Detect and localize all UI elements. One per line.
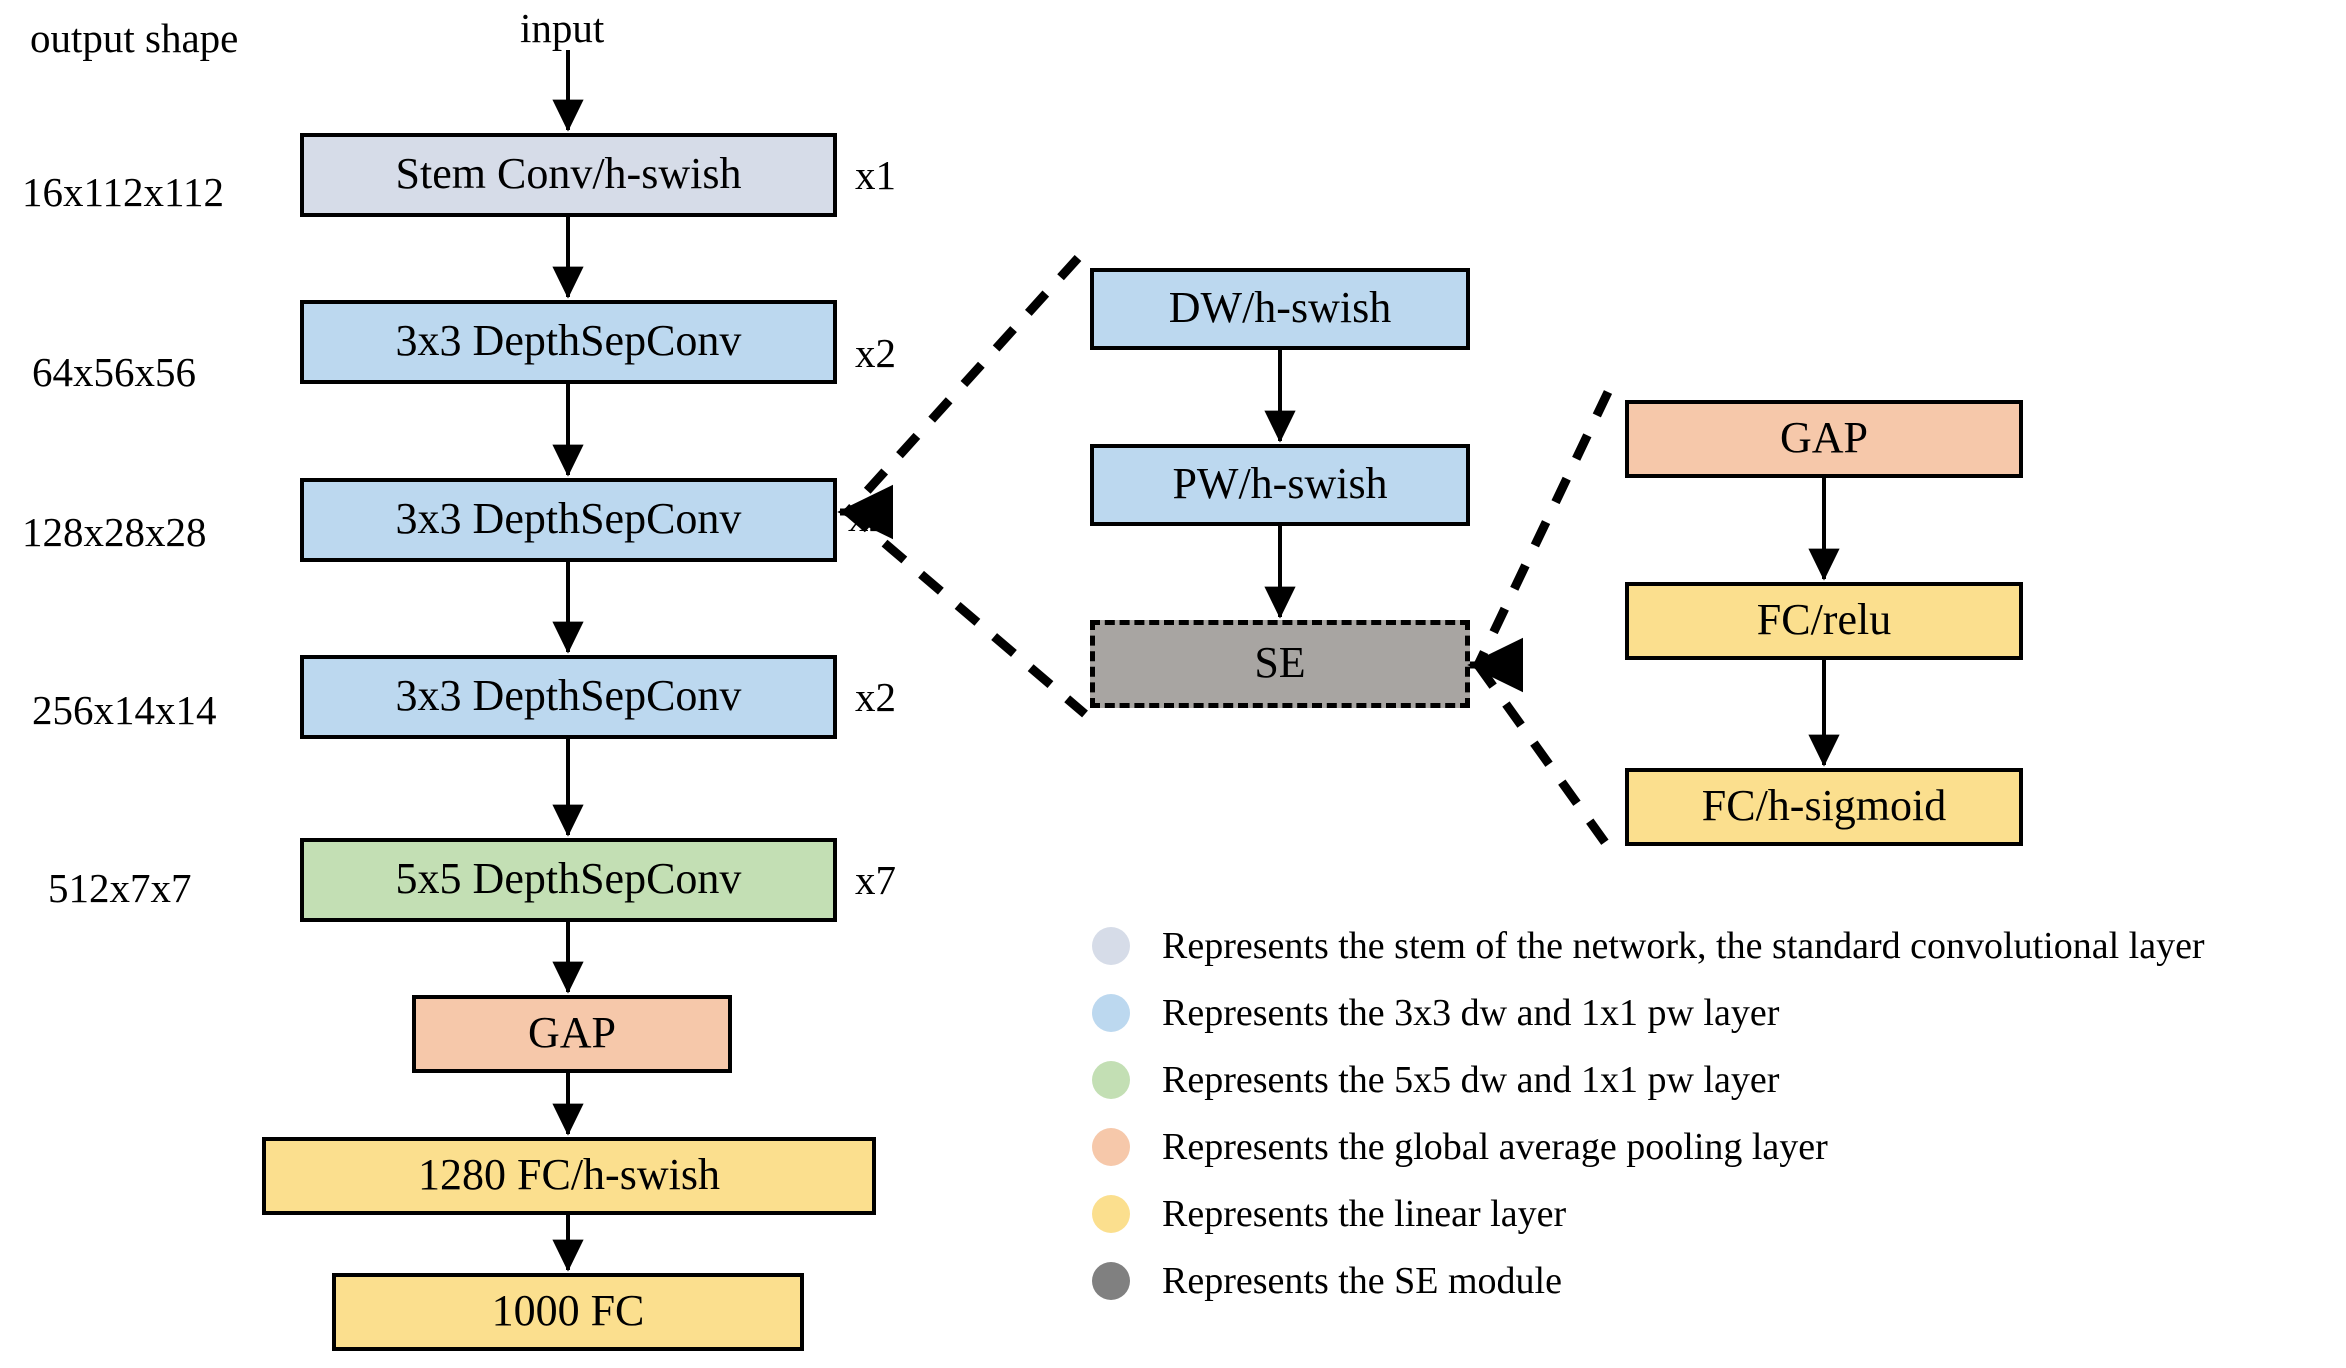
- legend-color-swatch-stem: [1092, 926, 1130, 965]
- legend-color-swatch-3x3: [1092, 993, 1130, 1032]
- block-depthsepconv-5x5[interactable]: 5x5 DepthSepConv: [300, 838, 837, 922]
- block-depthsepconv-3x3-c[interactable]: 3x3 DepthSepConv: [300, 655, 837, 739]
- output-shape-4: 512x7x7: [48, 865, 192, 911]
- legend-label-se: Represents the SE module: [1162, 1259, 1562, 1302]
- legend-color-swatch-gap: [1092, 1127, 1130, 1166]
- legend-item: Represents the linear layer: [1092, 1180, 2342, 1247]
- repeat-depthsepconv-5x5: x7: [855, 857, 896, 903]
- legend-item: Represents the global average pooling la…: [1092, 1113, 2342, 1180]
- block-fc-1000[interactable]: 1000 FC: [332, 1273, 804, 1351]
- output-shape-0: 16x112x112: [22, 169, 224, 215]
- block-stem-conv[interactable]: Stem Conv/h-swish: [300, 133, 837, 217]
- legend-color-swatch-5x5: [1092, 1060, 1130, 1099]
- block-depthsepconv-3x3-b[interactable]: 3x3 DepthSepConv: [300, 478, 837, 562]
- block-pw-h-swish[interactable]: PW/h-swish: [1090, 444, 1470, 526]
- legend-label-gap: Represents the global average pooling la…: [1162, 1125, 1828, 1168]
- input-label: input: [520, 5, 605, 51]
- repeat-depthsepconv-3x3-b: x2: [848, 494, 889, 540]
- block-se-fc-relu-label: FC/relu: [1756, 595, 1892, 644]
- legend-label-3x3: Represents the 3x3 dw and 1x1 pw layer: [1162, 991, 1780, 1034]
- block-dw-h-swish[interactable]: DW/h-swish: [1090, 268, 1470, 350]
- block-fc-1000-label: 1000 FC: [491, 1286, 645, 1335]
- legend-label-linear: Represents the linear layer: [1162, 1192, 1567, 1235]
- output-shape-1: 64x56x56: [32, 349, 196, 395]
- block-fc-1280-label: 1280 FC/h-swish: [418, 1150, 720, 1199]
- legend-item: Represents the SE module: [1092, 1247, 2342, 1314]
- block-se-fc-relu[interactable]: FC/relu: [1625, 582, 2023, 660]
- block-gap-main[interactable]: GAP: [412, 995, 732, 1073]
- block-se-fc-h-sigmoid-label: FC/h-sigmoid: [1701, 781, 1947, 830]
- block-depthsepconv-5x5-label: 5x5 DepthSepConv: [395, 854, 742, 903]
- legend-color-swatch-linear: [1092, 1194, 1130, 1233]
- output-shape-3: 256x14x14: [32, 687, 217, 733]
- legend-label-5x5: Represents the 5x5 dw and 1x1 pw layer: [1162, 1058, 1780, 1101]
- block-stem-conv-label: Stem Conv/h-swish: [395, 149, 742, 198]
- legend: Represents the stem of the network, the …: [1092, 912, 2342, 1314]
- block-dw-h-swish-label: DW/h-swish: [1168, 283, 1392, 332]
- block-gap-main-label: GAP: [527, 1008, 617, 1057]
- repeat-stem-conv: x1: [855, 152, 896, 198]
- block-se-gap[interactable]: GAP: [1625, 400, 2023, 478]
- legend-label-stem: Represents the stem of the network, the …: [1162, 924, 2205, 967]
- dashed-expand-block-top: [844, 254, 1082, 516]
- legend-item: Represents the stem of the network, the …: [1092, 912, 2342, 979]
- block-se[interactable]: SE: [1090, 620, 1470, 708]
- output-shape-header: output shape: [30, 15, 239, 61]
- block-se-gap-label: GAP: [1779, 413, 1869, 462]
- block-depthsepconv-3x3-a[interactable]: 3x3 DepthSepConv: [300, 300, 837, 384]
- dashed-expand-se-bottom: [1474, 662, 1618, 858]
- block-pw-h-swish-label: PW/h-swish: [1172, 459, 1388, 508]
- repeat-depthsepconv-3x3-a: x2: [855, 330, 896, 376]
- block-depthsepconv-3x3-a-label: 3x3 DepthSepConv: [395, 316, 742, 365]
- block-se-fc-h-sigmoid[interactable]: FC/h-sigmoid: [1625, 768, 2023, 846]
- legend-item: Represents the 3x3 dw and 1x1 pw layer: [1092, 979, 2342, 1046]
- dashed-expand-se-top: [1473, 390, 1613, 667]
- block-depthsepconv-3x3-b-label: 3x3 DepthSepConv: [395, 494, 742, 543]
- block-depthsepconv-3x3-c-label: 3x3 DepthSepConv: [395, 671, 742, 720]
- block-fc-1280[interactable]: 1280 FC/h-swish: [262, 1137, 876, 1215]
- block-se-label: SE: [1254, 638, 1306, 687]
- output-shape-2: 128x28x28: [22, 509, 207, 555]
- legend-color-swatch-se: [1092, 1261, 1130, 1300]
- legend-item: Represents the 5x5 dw and 1x1 pw layer: [1092, 1046, 2342, 1113]
- repeat-depthsepconv-3x3-c: x2: [855, 674, 896, 720]
